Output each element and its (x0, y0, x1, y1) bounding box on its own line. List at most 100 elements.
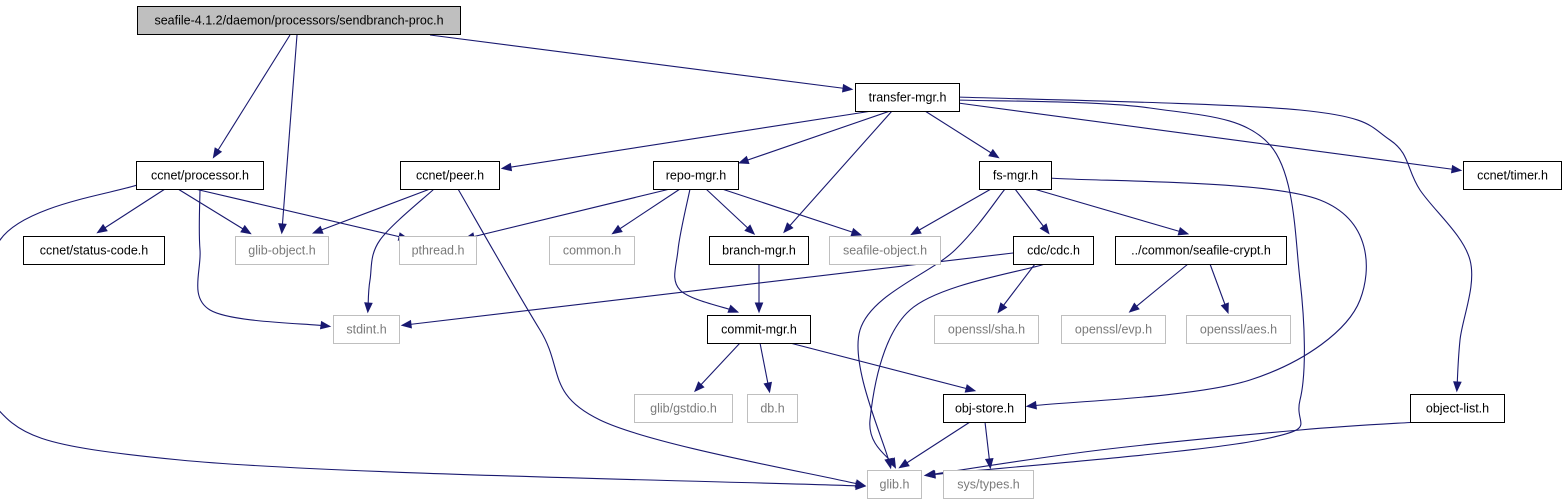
node-label: common.h (563, 244, 621, 258)
edge-cdc-to-openssl_sha (997, 263, 1036, 314)
node-db: db.h (747, 394, 798, 423)
node-box[interactable] (979, 161, 1052, 190)
edge-processor-to-stdint (197, 188, 332, 330)
edge-line (214, 34, 291, 156)
node-label: db.h (760, 402, 784, 416)
node-box[interactable] (136, 161, 264, 190)
edge-repo_mgr-to-seafile_object (721, 188, 863, 237)
node-branch-mgr[interactable]: branch-mgr.h (709, 236, 809, 265)
node-box (934, 315, 1039, 344)
node-label: branch-mgr.h (722, 244, 796, 258)
node-box[interactable] (1410, 394, 1505, 423)
node-box (399, 236, 477, 265)
arrowhead (1220, 302, 1229, 315)
node-box[interactable] (709, 236, 809, 265)
node-box[interactable] (23, 236, 165, 265)
node-box (634, 394, 733, 423)
edge-line (315, 188, 431, 233)
node-commit-mgr[interactable]: commit-mgr.h (707, 315, 811, 344)
node-box (549, 236, 635, 265)
arrowhead (854, 479, 867, 488)
node-transfer-mgr[interactable]: transfer-mgr.h (855, 83, 960, 112)
edge-line (696, 342, 741, 390)
edge-line (197, 188, 328, 327)
edges-layer (0, 34, 1473, 491)
edge-commit_mgr-to-db (759, 342, 773, 394)
node-box[interactable] (137, 6, 461, 35)
arrowhead (400, 319, 412, 329)
node-seafile-crypt[interactable]: ../common/seafile-crypt.h (1115, 236, 1287, 265)
node-timer[interactable]: ccnet/timer.h (1463, 161, 1562, 190)
node-box[interactable] (855, 83, 960, 112)
node-label: fs-mgr.h (993, 169, 1038, 183)
node-box[interactable] (400, 161, 500, 190)
edge-line (785, 110, 893, 231)
edge-line (928, 99, 1305, 476)
arrowhead (737, 155, 750, 164)
edge-peer-to-glib (457, 188, 867, 488)
node-glib: glib.h (867, 470, 922, 499)
node-peer[interactable]: ccnet/peer.h (400, 161, 500, 190)
node-box[interactable] (1115, 236, 1287, 265)
edge-seafile_crypt-to-openssl_aes (1209, 263, 1229, 315)
arrowhead (240, 224, 252, 235)
node-box[interactable] (943, 394, 1026, 423)
edge-line (901, 421, 971, 467)
edge-line (927, 421, 1419, 476)
node-box (333, 315, 400, 344)
edge-branch_mgr-to-commit_mgr (754, 264, 764, 314)
edge-processor-to-glib_object (177, 188, 252, 235)
arrowhead (754, 302, 764, 314)
edge-line (957, 96, 1473, 389)
edge-line (177, 188, 249, 233)
node-status-code[interactable]: ccnet/status-code.h (23, 236, 165, 265)
arrowhead (1025, 400, 1037, 410)
edge-peer-to-glib_object (311, 188, 431, 234)
node-object-list[interactable]: object-list.h (1410, 394, 1505, 423)
edge-repo_mgr-to-pthread (463, 188, 671, 241)
edge-line (721, 188, 859, 235)
edge-cdc-to-glib (869, 263, 1046, 469)
edge-transfer_mgr-to-timer (957, 102, 1463, 174)
node-label: openssl/aes.h (1200, 323, 1277, 337)
node-cdc[interactable]: cdc/cdc.h (1013, 236, 1094, 265)
arrowhead (364, 302, 373, 314)
edge-line (957, 102, 1459, 171)
edge-seafile_crypt-to-openssl_evp (1128, 263, 1189, 313)
arrowhead (763, 381, 773, 394)
edge-root-to-glib_object (278, 34, 298, 235)
arrowhead (500, 162, 513, 172)
node-repo-mgr[interactable]: repo-mgr.h (653, 161, 739, 190)
edge-fs_mgr-to-seafile_crypt (1033, 188, 1190, 236)
edge-fs_mgr-to-obj_store (1025, 177, 1367, 410)
edge-commit_mgr-to-glib_gstdio (694, 342, 741, 393)
node-root[interactable]: seafile-4.1.2/daemon/processors/sendbran… (137, 6, 461, 35)
node-box[interactable] (1013, 236, 1094, 265)
node-box[interactable] (653, 161, 739, 190)
edge-line (705, 188, 753, 233)
arrowhead (898, 458, 910, 469)
node-label: transfer-mgr.h (869, 91, 947, 105)
node-label: openssl/evp.h (1075, 323, 1152, 337)
edge-repo_mgr-to-branch_mgr (705, 188, 756, 235)
arrowhead (1039, 223, 1050, 235)
node-obj-store[interactable]: obj-store.h (943, 394, 1026, 423)
edge-line (1029, 177, 1367, 407)
node-processor[interactable]: ccnet/processor.h (136, 161, 264, 190)
node-label: cdc/cdc.h (1027, 244, 1080, 258)
edge-fs_mgr-to-cdc (1014, 188, 1050, 235)
edge-fs_mgr-to-seafile_object (910, 188, 992, 236)
node-pthread: pthread.h (399, 236, 477, 265)
node-box[interactable] (707, 315, 811, 344)
node-label: openssl/sha.h (948, 323, 1025, 337)
edge-line (1209, 263, 1228, 311)
arrowhead (1450, 164, 1463, 174)
node-label: object-list.h (1426, 402, 1489, 416)
node-box[interactable] (1463, 161, 1562, 190)
arrowhead (783, 222, 794, 234)
node-fs-mgr[interactable]: fs-mgr.h (979, 161, 1052, 190)
edge-transfer_mgr-to-object_list (957, 96, 1473, 393)
node-seafile-object: seafile-object.h (829, 236, 941, 265)
node-label: ccnet/timer.h (1477, 169, 1548, 183)
edge-line (457, 188, 863, 486)
